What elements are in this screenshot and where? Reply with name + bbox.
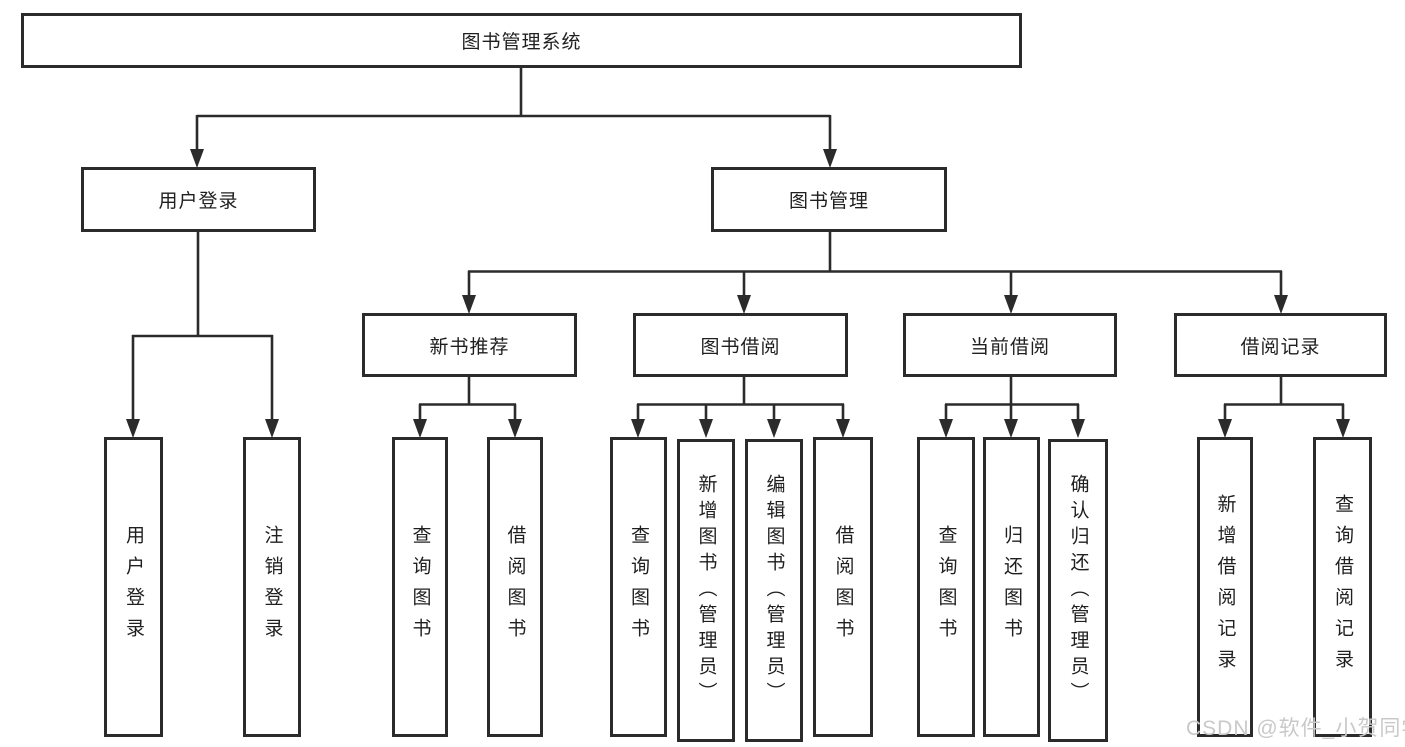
node-new-book-rec: 新书推荐 [362, 313, 577, 377]
node-cb-query-book: 查询图书 [917, 437, 975, 737]
node-leaf-user-login-label: 用户登录 [123, 525, 144, 649]
node-bb-add-book-label: 新增图书（管理员） [695, 473, 717, 708]
node-bb-query-book: 查询图书 [610, 437, 667, 737]
node-br-add-record-label: 新增借阅记录 [1214, 494, 1236, 680]
node-borrow-record-label: 借阅记录 [1240, 336, 1321, 358]
node-cb-confirm-return-label: 确认归还（管理员） [1067, 473, 1089, 708]
node-user-login-label: 用户登录 [158, 191, 239, 212]
node-leaf-logout-login: 注销登录 [243, 437, 301, 737]
node-br-add-record: 新增借阅记录 [1197, 437, 1253, 737]
node-br-query-record-label: 查询借阅记录 [1332, 494, 1353, 680]
node-current-borrow-label: 当前借阅 [969, 336, 1050, 358]
node-cb-confirm-return: 确认归还（管理员） [1048, 439, 1108, 742]
node-book-mgmt-label: 图书管理 [788, 191, 869, 212]
node-borrow-record: 借阅记录 [1174, 313, 1387, 377]
node-br-query-record: 查询借阅记录 [1313, 437, 1372, 737]
node-book-borrow-label: 图书借阅 [700, 336, 781, 358]
node-nbr-borrow-book-label: 借阅图书 [504, 525, 526, 649]
node-bb-borrow-book-label: 借阅图书 [832, 525, 854, 649]
node-cb-query-book-label: 查询图书 [935, 525, 957, 649]
node-current-borrow: 当前借阅 [903, 313, 1117, 377]
node-user-login: 用户登录 [81, 167, 316, 232]
node-bb-borrow-book: 借阅图书 [813, 437, 873, 737]
node-nbr-borrow-book: 借阅图书 [487, 437, 543, 737]
node-cb-return-book-label: 归还图书 [1001, 525, 1022, 649]
node-leaf-logout-login-label: 注销登录 [261, 525, 283, 649]
node-bb-add-book: 新增图书（管理员） [677, 439, 735, 742]
node-cb-return-book: 归还图书 [983, 437, 1040, 737]
arrowheads [126, 149, 1350, 438]
node-nbr-query-book-label: 查询图书 [409, 525, 431, 649]
node-bb-edit-book-label: 编辑图书（管理员） [763, 473, 785, 708]
node-bb-edit-book: 编辑图书（管理员） [745, 439, 803, 742]
watermark: CSDN @软件_小贺同学 [1186, 717, 1405, 740]
node-root-label: 图书管理系统 [461, 32, 582, 53]
node-nbr-query-book: 查询图书 [392, 437, 448, 737]
node-new-book-rec-label: 新书推荐 [429, 336, 510, 358]
node-root: 图书管理系统 [21, 13, 1022, 68]
node-book-mgmt: 图书管理 [711, 167, 947, 232]
node-book-borrow: 图书借阅 [633, 313, 848, 377]
node-bb-query-book-label: 查询图书 [628, 525, 649, 649]
node-leaf-user-login: 用户登录 [104, 437, 163, 737]
